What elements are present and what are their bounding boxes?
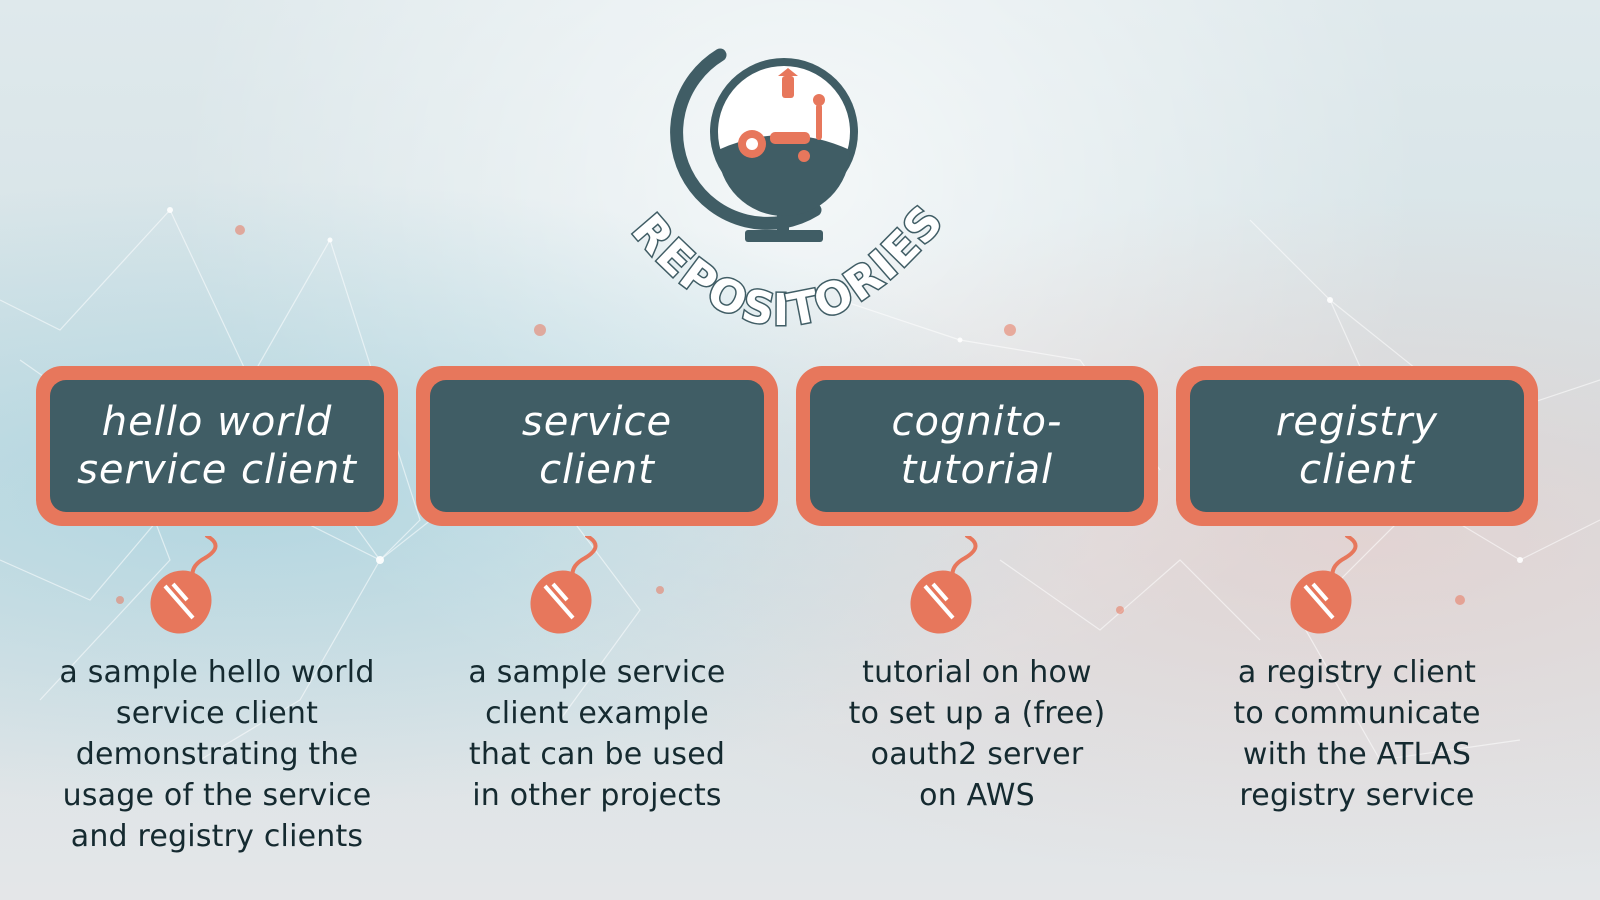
repo-card-title: hello world service client xyxy=(77,399,357,493)
repo-card-panel: registry client xyxy=(1190,380,1524,512)
repo-card-title: registry client xyxy=(1275,399,1439,493)
repo-card-hello-world-service-client[interactable]: hello world service client xyxy=(36,366,398,526)
repo-card-cognito-tutorial[interactable]: cognito- tutorial xyxy=(796,366,1158,526)
globe-icon xyxy=(670,48,858,242)
repo-card-service-client[interactable]: service client xyxy=(416,366,778,526)
repo-description: a sample hello world service client demo… xyxy=(59,655,375,854)
computer-mouse-icon[interactable] xyxy=(145,536,225,636)
repositories-logo: REPOSITORIES xyxy=(620,48,954,338)
repo-card-panel: cognito- tutorial xyxy=(810,380,1144,512)
computer-mouse-icon[interactable] xyxy=(1285,536,1365,636)
computer-mouse-icon[interactable] xyxy=(905,536,985,636)
computer-mouse-icon[interactable] xyxy=(525,536,605,636)
repo-description: tutorial on how to set up a (free) oauth… xyxy=(848,655,1106,813)
repo-description: a sample service client example that can… xyxy=(468,655,726,813)
repo-card-title: cognito- tutorial xyxy=(891,399,1063,493)
repo-description: a registry client to communicate with th… xyxy=(1233,655,1481,813)
repo-card-panel: service client xyxy=(430,380,764,512)
repo-card-registry-client[interactable]: registry client xyxy=(1176,366,1538,526)
repo-card-panel: hello world service client xyxy=(50,380,384,512)
repo-card-title: service client xyxy=(521,399,673,493)
